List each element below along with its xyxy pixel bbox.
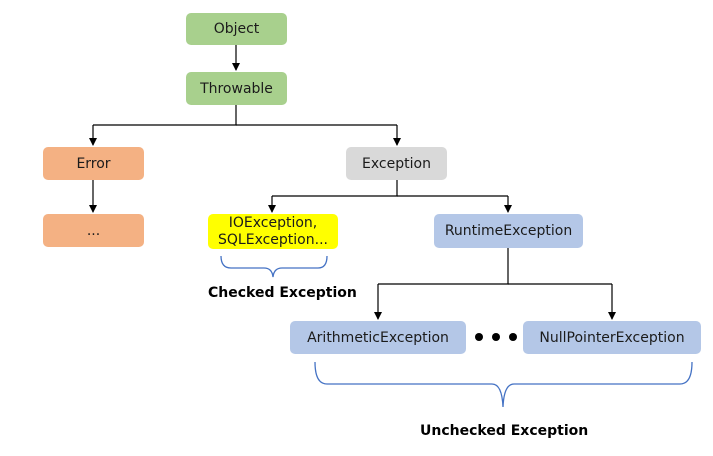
throwable-node: Throwable — [186, 72, 287, 105]
object-label: Object — [213, 21, 260, 37]
nullpointer-label: NullPointerException — [539, 329, 685, 346]
nullpointer-exception-node: NullPointerException — [523, 321, 701, 354]
arithmetic-exception-node: ArithmeticException — [290, 321, 466, 354]
checked-exceptions-node: IOException, SQLException... — [208, 214, 338, 249]
ellipsis-dot — [509, 333, 517, 341]
unchecked-exception-caption: Unchecked Exception — [420, 423, 589, 439]
unchecked-brace — [314, 361, 693, 408]
error-node: Error — [43, 147, 144, 180]
ellipsis-dot — [475, 333, 483, 341]
checked-line-1: IOException, — [228, 214, 318, 231]
checked-line-2: SQLException... — [218, 231, 328, 248]
connector-exception-children — [272, 180, 398, 197]
error-child-label: ... — [86, 222, 101, 239]
checked-brace — [220, 255, 328, 278]
exception-label: Exception — [362, 155, 431, 172]
exception-node: Exception — [346, 147, 447, 180]
connector-throwable-children — [93, 105, 237, 126]
connector-runtime-children — [378, 248, 509, 285]
ellipsis-dot — [492, 333, 500, 341]
object-node: Object — [186, 13, 287, 45]
checked-exception-caption: Checked Exception — [208, 285, 357, 301]
arithmetic-label: ArithmeticException — [307, 329, 449, 346]
runtime-label: RuntimeException — [444, 223, 573, 239]
throwable-label: Throwable — [200, 80, 273, 97]
error-label: Error — [76, 155, 111, 172]
runtime-exception-node: RuntimeException — [434, 214, 583, 248]
error-child-node: ... — [43, 214, 144, 247]
